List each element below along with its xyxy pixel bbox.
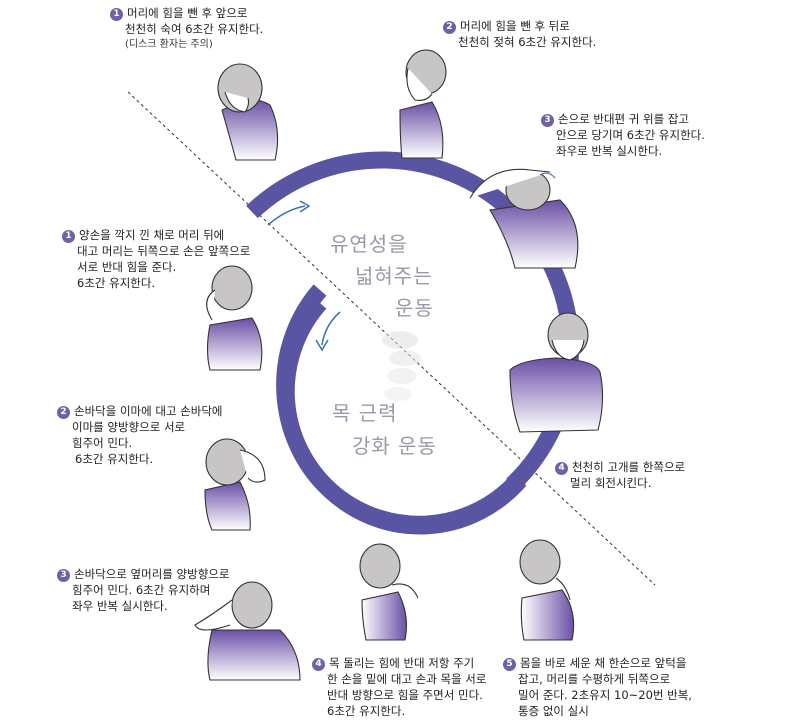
strength-title-line1: 목 근력 — [332, 401, 398, 425]
caption-line: 안으로 당기며 6초간 유지한다. — [556, 128, 705, 142]
caption-line: 머리에 힘을 뺀 후 앞으로 — [127, 6, 248, 20]
caption-line: 천천히 숙여 6초간 유지한다. — [125, 22, 264, 36]
caption-line: 잡고, 머리를 수평하게 뒤쪽으로 — [518, 672, 671, 686]
flex-caption-4: 4 천천히 고개를 한쪽으로 멀리 회전시킨다. — [555, 459, 685, 491]
caption-line: 좌우로 반복 실시한다. — [556, 144, 663, 158]
caption-line: 통증 없이 실시 — [518, 704, 589, 718]
strength-caption-1: 1 양손을 깍지 낀 채로 머리 뒤에 대고 머리는 뒤쪽으로 손은 앞쪽으로 서… — [62, 227, 250, 291]
step-badge: 5 — [503, 658, 516, 671]
flex-title-line1: 유연성을 — [330, 232, 408, 256]
caption-line: 손바닥을 이마에 대고 손바닥에 — [74, 404, 223, 418]
caption-line: 머리에 힘을 뺀 후 뒤로 — [460, 19, 570, 33]
caption-line: 멀리 회전시킨다. — [570, 476, 652, 490]
caption-line: 6초간 유지한다. — [77, 276, 156, 290]
caption-line: 양손을 깍지 낀 채로 머리 뒤에 — [79, 228, 225, 242]
caption-line: 손으로 반대편 귀 위를 잡고 — [558, 112, 690, 126]
caption-line: 목 돌리는 힘에 반대 저항 주기 — [329, 656, 475, 670]
caption-line: 몸을 바로 세운 채 한손으로 앞턱을 — [520, 656, 687, 670]
step-badge: 1 — [110, 8, 123, 21]
flex-title-line3: 운동 — [395, 296, 434, 320]
step-badge: 1 — [62, 230, 75, 243]
caption-line: 한 손을 밑에 대고 손과 목을 서로 — [327, 672, 487, 686]
spine-watermark — [382, 331, 421, 401]
flex-caption-1: 1 머리에 힘을 뺀 후 앞으로 천천히 숙여 6초간 유지한다. (디스크 환자… — [110, 5, 263, 53]
figure-strength-4 — [359, 543, 419, 641]
caption-line: 좌우 반복 실시한다. — [72, 599, 168, 613]
figure-strength-1 — [206, 265, 263, 371]
figure-flex-1 — [217, 63, 279, 161]
caption-note: (디스크 환자는 주의) — [125, 39, 213, 50]
figure-flex-3 — [469, 168, 579, 269]
step-badge: 4 — [555, 462, 568, 475]
strength-caption-5: 5 몸을 바로 세운 채 한손으로 앞턱을 잡고, 머리를 수평하게 뒤쪽으로 밀… — [503, 655, 692, 719]
step-badge: 3 — [57, 569, 70, 582]
figure-strength-5 — [519, 539, 575, 641]
flex-title-line2: 넓혀주는 — [355, 264, 433, 288]
caption-line: 힘주어 민다. 6초간 유지하며 — [72, 583, 211, 597]
step-badge: 3 — [541, 114, 554, 127]
figure-strength-3 — [194, 581, 301, 681]
caption-line: 힘주어 민다. — [72, 436, 133, 450]
ring-lower — [276, 284, 527, 535]
figure-flex-4 — [509, 312, 604, 433]
caption-line: 6초간 유지한다. — [327, 704, 406, 718]
caption-line: 대고 머리는 뒤쪽으로 손은 앞쪽으로 — [77, 244, 251, 258]
strength-title-line2: 강화 운동 — [352, 434, 437, 458]
caption-line: 밀어 준다. 2초유지 10~20번 반복, — [518, 688, 692, 702]
flex-caption-3: 3 손으로 반대편 귀 위를 잡고 안으로 당기며 6초간 유지한다. 좌우로 반… — [541, 111, 705, 159]
caption-line: 천천히 고개를 한쪽으로 — [572, 460, 686, 474]
figure-strength-2 — [204, 438, 266, 531]
step-badge: 2 — [443, 21, 456, 34]
strength-caption-2: 2 손바닥을 이마에 대고 손바닥에 이마를 양방향으로 서로 힘주어 민다. 6… — [57, 403, 223, 467]
caption-line: 천천히 젖혀 6초간 유지한다. — [458, 35, 597, 49]
caption-line: 서로 반대 힘을 준다. — [77, 260, 177, 274]
strength-caption-3: 3 손바닥으로 옆머리를 양방향으로 힘주어 민다. 6초간 유지하며 좌우 반복… — [57, 566, 229, 614]
caption-line: 손바닥으로 옆머리를 양방향으로 — [74, 567, 230, 581]
step-badge: 4 — [312, 658, 325, 671]
caption-line: 6초간 유지한다. — [75, 452, 154, 466]
flex-caption-2: 2 머리에 힘을 뺀 후 뒤로 천천히 젖혀 6초간 유지한다. — [443, 18, 596, 50]
strength-caption-4: 4 목 돌리는 힘에 반대 저항 주기 한 손을 밑에 대고 손과 목을 서로 반… — [312, 655, 486, 719]
figure-flex-2 — [399, 49, 447, 159]
arrow-icons — [267, 200, 341, 352]
step-badge: 2 — [57, 406, 70, 419]
caption-line: 반대 방향으로 힘을 주면서 민다. — [327, 688, 483, 702]
caption-line: 이마를 양방향으로 서로 — [72, 420, 186, 434]
